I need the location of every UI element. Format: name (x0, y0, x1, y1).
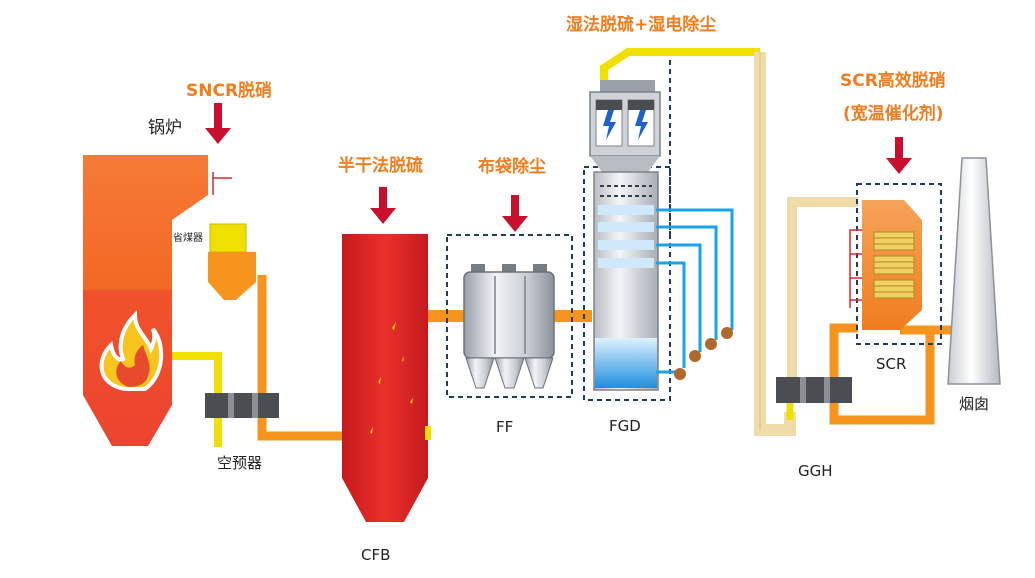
ggh-label: GGH (798, 462, 833, 480)
boiler-to-preheater-duct (170, 352, 222, 395)
cfb-label: CFB (361, 546, 390, 564)
economizer-hopper (208, 252, 256, 282)
spray-pipes (656, 208, 734, 374)
cfb-to-ff-duct (428, 310, 464, 322)
circulation-pumps (674, 327, 733, 380)
chimney (947, 157, 1001, 385)
bag-filter-label: 布袋除尘 (478, 156, 546, 177)
economizer-label: 省煤器 (173, 231, 203, 244)
preheater-to-cfb-duct (257, 418, 345, 441)
air-preheater (205, 393, 279, 418)
down-arrow-icon (370, 187, 396, 224)
lightning-icon (635, 110, 648, 140)
bag-filter (463, 264, 555, 389)
fgd-outlet-hood (600, 48, 760, 80)
semi-dry-desulfurization-label: 半干法脱硫 (338, 155, 423, 176)
fgd-to-ggh-duct (754, 52, 796, 436)
chimney-label: 烟囱 (959, 395, 989, 413)
scr-outlet-loop (829, 323, 935, 425)
wet-fgd-label: 湿法脱硫+湿电除尘 (566, 14, 716, 35)
fgd-dashed-box (583, 166, 671, 401)
sncr-label: SNCR脱硝 (186, 80, 272, 101)
scr-reactor (849, 200, 922, 330)
fgd-label: FGD (609, 417, 641, 435)
ggh (776, 377, 852, 403)
ggh-to-scr-duct (787, 197, 858, 378)
flame-icon (99, 310, 164, 391)
boiler-label: 锅炉 (148, 118, 182, 138)
ff-to-fgd-duct (548, 310, 592, 322)
down-arrow-icon (886, 137, 912, 174)
down-arrow-icon (205, 103, 231, 144)
lightning-icon (603, 110, 616, 140)
economizer (209, 223, 247, 253)
air-preheater-label: 空预器 (217, 454, 262, 472)
scr-label: SCR (876, 355, 906, 373)
ff-label: FF (496, 418, 513, 436)
fgd-tower (589, 80, 661, 391)
scr-dashed-box (856, 183, 942, 345)
sncr-injection-marker (212, 172, 232, 195)
cfb-reactor (342, 234, 431, 522)
scr-subtitle-label: (宽温催化剂) (843, 103, 944, 124)
down-arrow-icon (502, 195, 528, 232)
scr-title-label: SCR高效脱硝 (840, 70, 946, 91)
